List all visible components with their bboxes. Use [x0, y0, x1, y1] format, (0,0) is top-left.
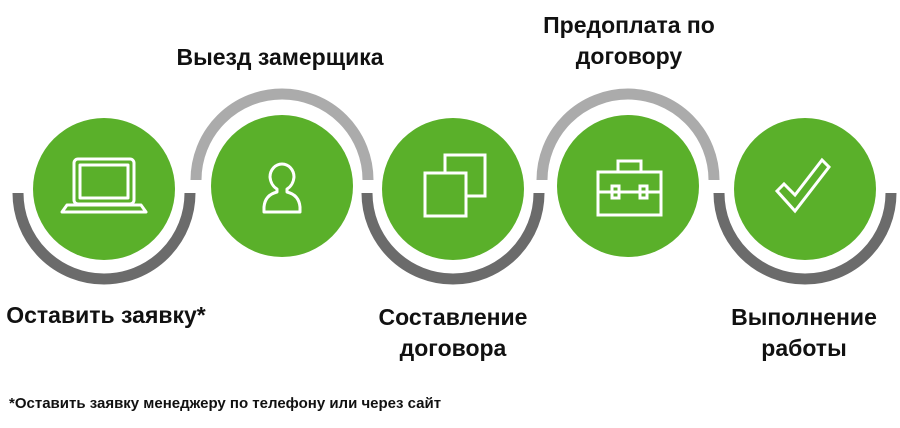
step-4-circle — [557, 115, 699, 257]
step-4-label: Предоплата по договору — [543, 12, 715, 69]
step-4-arc — [536, 88, 720, 181]
briefcase-icon — [596, 159, 663, 217]
step-1-circle — [33, 118, 175, 260]
step-5-arc — [713, 192, 897, 285]
step-5-label: Выполнение работы — [731, 304, 877, 361]
footnote: *Оставить заявку менеджеру по телефону и… — [9, 395, 442, 412]
step-2-label: Выезд замерщика — [176, 44, 384, 70]
step-5-circle — [734, 118, 876, 260]
step-3-arc — [361, 192, 545, 285]
checkmark-icon — [774, 157, 831, 214]
user-icon — [262, 162, 302, 214]
step-1-label: Оставить заявку* — [6, 302, 206, 328]
laptop-icon — [60, 157, 148, 214]
step-2-arc — [190, 88, 374, 181]
step-3-label: Составление договора — [378, 304, 528, 361]
step-3-circle — [382, 118, 524, 260]
documents-icon — [423, 153, 487, 218]
step-1-arc — [12, 192, 196, 285]
step-2-circle — [211, 115, 353, 257]
